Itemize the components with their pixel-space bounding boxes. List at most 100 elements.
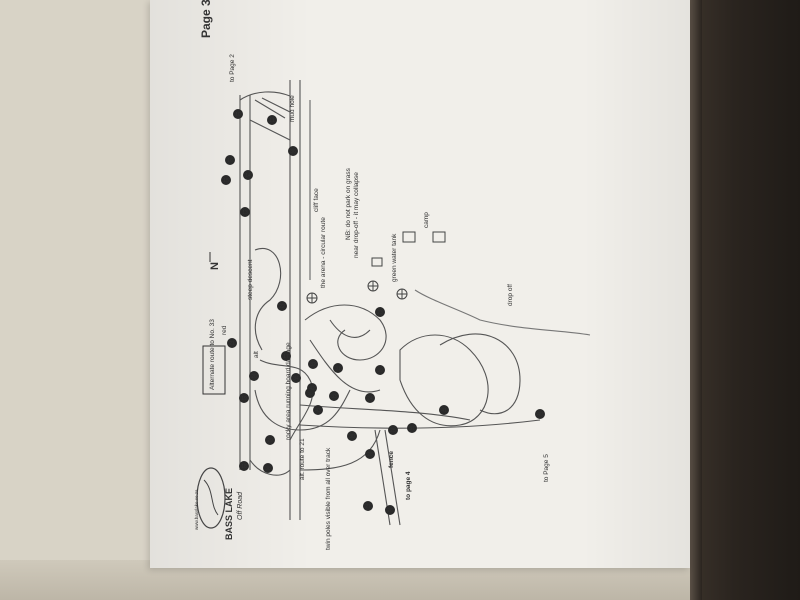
brand-subtitle: Off Road xyxy=(237,491,244,520)
waypoint-marker-15: 15 xyxy=(221,175,231,185)
svg-text:20: 20 xyxy=(251,374,257,380)
waypoint-marker-37: 37 xyxy=(407,423,417,433)
label-drop-off: drop off xyxy=(507,284,514,306)
label-twin-poles: twin poles visible from all over track xyxy=(325,447,332,550)
svg-text:30: 30 xyxy=(349,434,355,440)
waypoint-marker-13: 13 xyxy=(240,207,250,217)
svg-text:29: 29 xyxy=(267,438,273,444)
waypoint-marker-23: 23 xyxy=(375,307,385,317)
svg-text:28: 28 xyxy=(367,452,373,458)
waypoint-marker-25: 25 xyxy=(388,425,398,435)
waypoint-marker-22: 22 xyxy=(277,301,287,311)
label-red: red xyxy=(221,325,228,335)
label-steep-descent: steep descent xyxy=(247,259,254,300)
trail-loop-steep xyxy=(254,247,282,351)
waypoint-marker-39: 39 xyxy=(375,365,385,375)
svg-text:27: 27 xyxy=(365,504,371,510)
svg-text:33: 33 xyxy=(331,394,337,400)
svg-text:25: 25 xyxy=(390,428,396,434)
label-alt-route-to-21: alt. route to 21 xyxy=(299,438,306,480)
waypoint-marker-33: 33 xyxy=(329,391,339,401)
svg-text:43: 43 xyxy=(315,408,321,414)
waypoint-marker-21: 21 xyxy=(227,338,237,348)
brand-url: www.basslake.co.za xyxy=(194,489,199,530)
label-to-page-2: to Page 2 xyxy=(229,54,236,82)
svg-text:37: 37 xyxy=(409,426,415,432)
waypoint-marker-42: 42 xyxy=(307,383,317,393)
waypoint-marker-17: 17 xyxy=(281,351,291,361)
svg-text:22: 22 xyxy=(279,304,285,310)
waypoint-marker-16: 16 xyxy=(225,155,235,165)
svg-text:13: 13 xyxy=(242,210,248,216)
label-nb-1: NB: do not park on grass xyxy=(345,167,352,240)
svg-text:11: 11 xyxy=(269,118,274,124)
svg-text:17: 17 xyxy=(283,354,289,360)
waypoint-markers: 10 11 13 14 15 16 17 18 19 20 21 22 23 24 25 26 27 28 29 30… xyxy=(221,109,545,515)
trail-loop-arena xyxy=(304,304,387,361)
north-arrow: N xyxy=(209,252,221,270)
svg-text:38: 38 xyxy=(265,466,271,472)
svg-text:14: 14 xyxy=(245,173,251,179)
svg-text:21: 21 xyxy=(229,341,235,347)
waypoint-marker-14: 14 xyxy=(243,170,253,180)
label-alternate-route: Alternate route to No. 33 xyxy=(209,319,216,390)
label-cliff-face: cliff face xyxy=(313,188,320,212)
trail-loop-lower xyxy=(399,334,489,427)
drop-off-edge xyxy=(414,289,591,336)
page-label: Page 3 xyxy=(199,0,213,38)
svg-text:41: 41 xyxy=(441,408,447,414)
camp-site-1 xyxy=(402,231,416,243)
waypoint-marker-19: 19 xyxy=(239,393,249,403)
svg-text:31: 31 xyxy=(335,366,341,372)
waypoint-marker-27: 27 xyxy=(363,501,373,511)
label-rocky-area: rocky area running board damage xyxy=(285,342,292,440)
svg-text:19: 19 xyxy=(241,396,247,402)
svg-text:10: 10 xyxy=(235,112,241,118)
waypoint-marker-38: 38 xyxy=(263,463,273,473)
svg-text:24: 24 xyxy=(367,396,373,402)
waypoint-marker-34: 34 xyxy=(291,373,301,383)
svg-text:32: 32 xyxy=(310,362,316,368)
svg-text:18: 18 xyxy=(241,464,247,470)
waypoint-marker-31: 31 xyxy=(333,363,343,373)
label-to-page-5: to Page 5 xyxy=(543,454,550,482)
waypoint-marker-41: 41 xyxy=(439,405,449,415)
label-arena: the arena - circular route xyxy=(320,217,327,288)
camp-site-2 xyxy=(432,231,446,243)
waypoint-marker-20: 20 xyxy=(249,371,259,381)
waypoint-marker-36: 36 xyxy=(288,146,298,156)
svg-text:N: N xyxy=(209,262,221,270)
label-to-page-4: to page 4 xyxy=(405,471,412,500)
label-alt: alt xyxy=(253,351,260,358)
svg-text:23: 23 xyxy=(377,310,383,316)
svg-text:16: 16 xyxy=(227,158,233,164)
waypoint-marker-28: 28 xyxy=(365,449,375,459)
svg-text:42: 42 xyxy=(309,386,315,392)
brand-name: BASS LAKE xyxy=(224,488,234,540)
waypoint-marker-29: 29 xyxy=(265,435,275,445)
waypoint-marker-18: 18 xyxy=(239,461,249,471)
svg-text:40: 40 xyxy=(537,412,543,418)
label-fence: fence xyxy=(388,451,395,468)
svg-text:15: 15 xyxy=(223,178,229,184)
brand-logo xyxy=(196,467,226,529)
waypoint-marker-40: 40 xyxy=(535,409,545,419)
svg-text:35: 35 xyxy=(307,391,313,397)
table-surface-dark xyxy=(690,0,800,600)
waypoint-marker-11: 11 xyxy=(267,115,277,125)
svg-text:34: 34 xyxy=(293,376,299,382)
alternate-route-box xyxy=(202,345,226,395)
waypoint-marker-24: 24 xyxy=(365,393,375,403)
waypoint-marker-43: 43 xyxy=(313,405,323,415)
waypoint-marker-30: 30 xyxy=(347,431,357,441)
waypoint-marker-32: 32 xyxy=(308,359,318,369)
label-nb-2: near drop-off - it may collapse xyxy=(353,172,360,258)
label-camp: camp xyxy=(423,212,430,228)
svg-text:26: 26 xyxy=(387,508,393,514)
svg-text:36: 36 xyxy=(290,149,296,155)
waypoint-marker-26: 26 xyxy=(385,505,395,515)
waypoint-marker-10: 10 xyxy=(233,109,243,119)
label-mud-hole: mud hole xyxy=(289,95,296,122)
label-green-water-tank: green water tank xyxy=(391,233,398,282)
